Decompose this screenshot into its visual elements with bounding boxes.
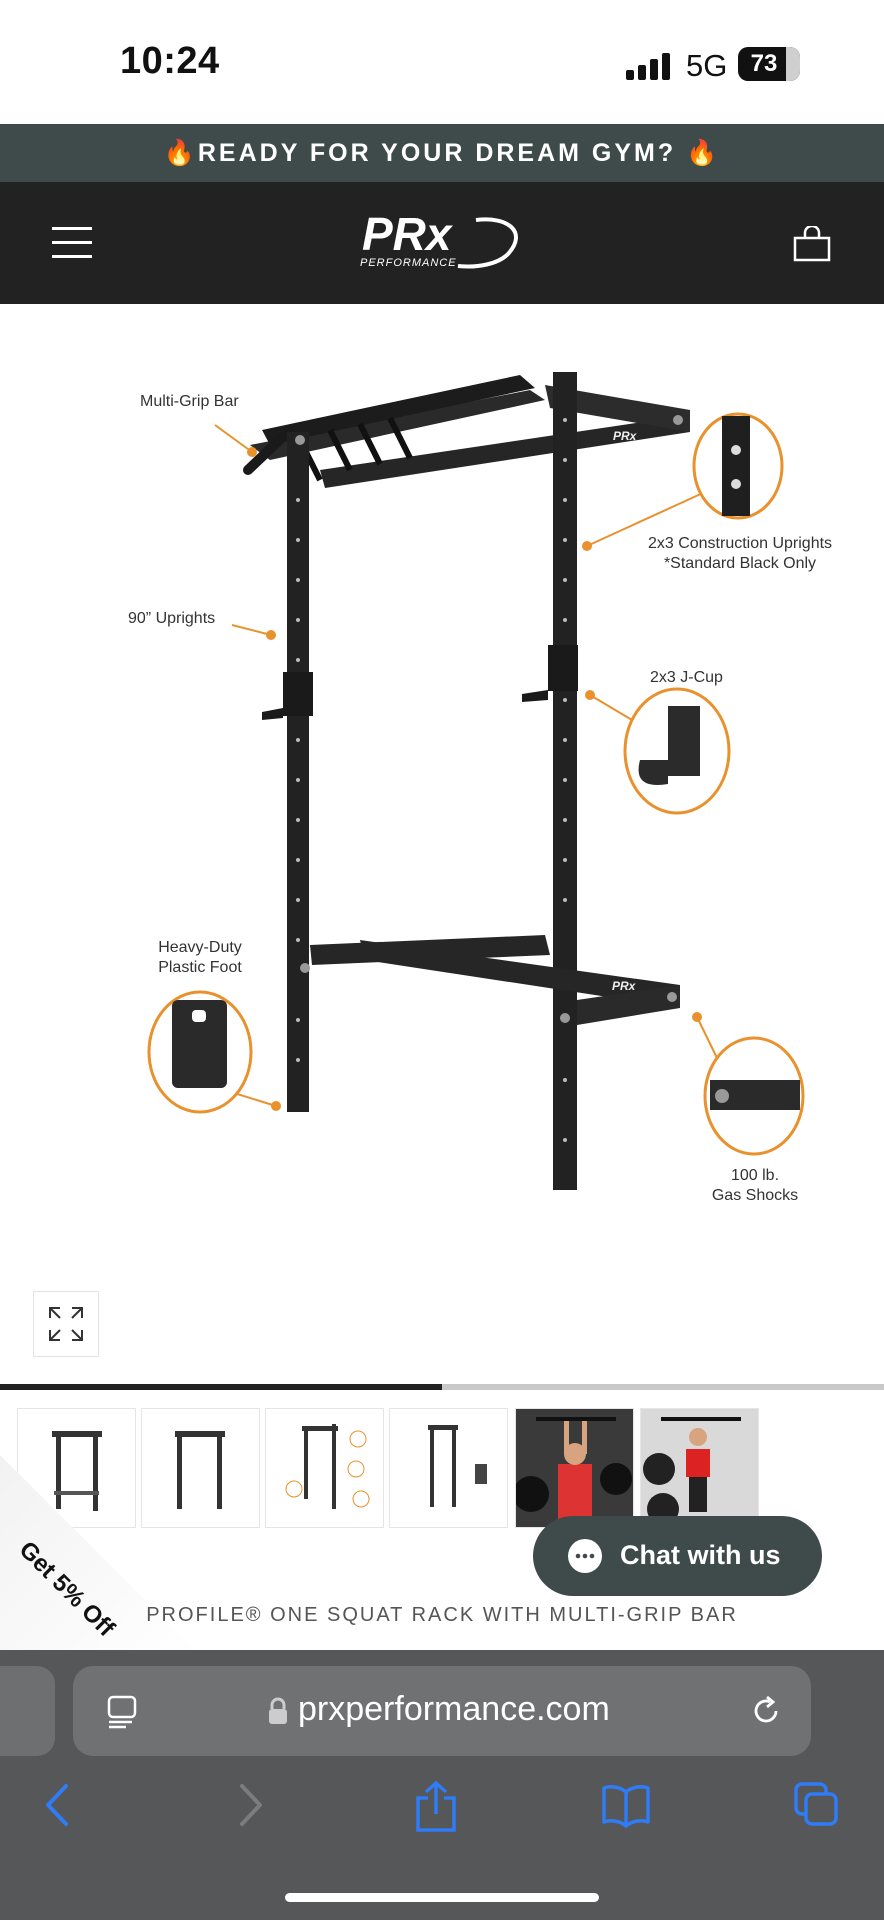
- callout-shocks-line2: Gas Shocks: [711, 1187, 799, 1204]
- signal-icon: [626, 53, 670, 80]
- chat-button[interactable]: Chat with us: [533, 1516, 822, 1596]
- hamburger-icon[interactable]: [52, 227, 92, 259]
- rack-brand-bottom: PRx: [612, 979, 637, 993]
- thumbnail-3[interactable]: [265, 1408, 384, 1528]
- reload-icon[interactable]: [748, 1693, 784, 1729]
- site-header: [0, 182, 884, 304]
- callout-gas-shocks: 100 lb. Gas Shocks: [700, 1166, 810, 1206]
- callout-construction-uprights: 2x3 Construction Uprights *Standard Blac…: [640, 534, 840, 574]
- bookmarks-icon[interactable]: [601, 1780, 651, 1830]
- thumbnail-2[interactable]: [141, 1408, 260, 1528]
- thumbnail-6[interactable]: [640, 1408, 759, 1528]
- callout-construction-line2: *Standard Black Only: [663, 555, 817, 572]
- status-time: 10:24: [120, 40, 220, 82]
- chat-bubble-icon: [568, 1539, 602, 1573]
- address-bar[interactable]: [73, 1666, 811, 1756]
- product-main-image[interactable]: PRx PRx Multi-Grip Bar 90” Uprig: [0, 304, 884, 1384]
- tabs-icon[interactable]: [792, 1780, 840, 1830]
- url-text[interactable]: prxperformance.com: [298, 1690, 610, 1728]
- shopping-bag-icon[interactable]: [793, 226, 831, 262]
- share-icon[interactable]: [414, 1780, 458, 1834]
- reader-icon[interactable]: [106, 1694, 140, 1730]
- chat-button-label: Chat with us: [620, 1540, 781, 1570]
- thumbnail-5[interactable]: [515, 1408, 634, 1528]
- forward-icon[interactable]: [236, 1780, 266, 1830]
- previous-tab-peek[interactable]: [0, 1666, 55, 1756]
- callout-multi-grip-bar: Multi-Grip Bar: [140, 393, 239, 410]
- rack-brand-top: PRx: [613, 429, 638, 443]
- callout-foot-line1: Heavy-Duty: [158, 939, 242, 956]
- squat-rack-illustration: PRx PRx: [147, 372, 805, 1190]
- callout-plastic-foot: Heavy-Duty Plastic Foot: [140, 938, 260, 978]
- callout-foot-line2: Plastic Foot: [158, 959, 242, 976]
- network-type: 5G: [686, 48, 728, 83]
- callout-shocks-line1: 100 lb.: [730, 1167, 780, 1184]
- gallery-progress-track: [0, 1384, 884, 1390]
- callout-construction-line1: 2x3 Construction Uprights: [647, 535, 833, 552]
- status-bar: [0, 0, 884, 124]
- callout-jcup: 2x3 J-Cup: [650, 669, 723, 686]
- product-title: PROFILE® ONE SQUAT RACK WITH MULTI-GRIP …: [146, 1604, 738, 1626]
- promo-banner[interactable]: 🔥READY FOR YOUR DREAM GYM? 🔥: [0, 124, 884, 182]
- expand-icon[interactable]: [33, 1291, 99, 1357]
- lock-icon: [269, 1697, 287, 1724]
- home-indicator: [285, 1893, 599, 1902]
- discount-ribbon[interactable]: Get 5% Off: [0, 1455, 200, 1655]
- thumbnail-4[interactable]: [389, 1408, 508, 1528]
- callout-uprights: 90” Uprights: [128, 610, 216, 627]
- back-icon[interactable]: [42, 1780, 72, 1830]
- logo-text: PRx: [362, 210, 454, 260]
- prx-logo[interactable]: PRx PERFORMANCE: [358, 210, 528, 276]
- battery-level: 73: [750, 50, 778, 77]
- battery-indicator: 73: [738, 47, 800, 81]
- gallery-progress-fill: [0, 1384, 442, 1390]
- logo-subtext: PERFORMANCE: [360, 257, 457, 269]
